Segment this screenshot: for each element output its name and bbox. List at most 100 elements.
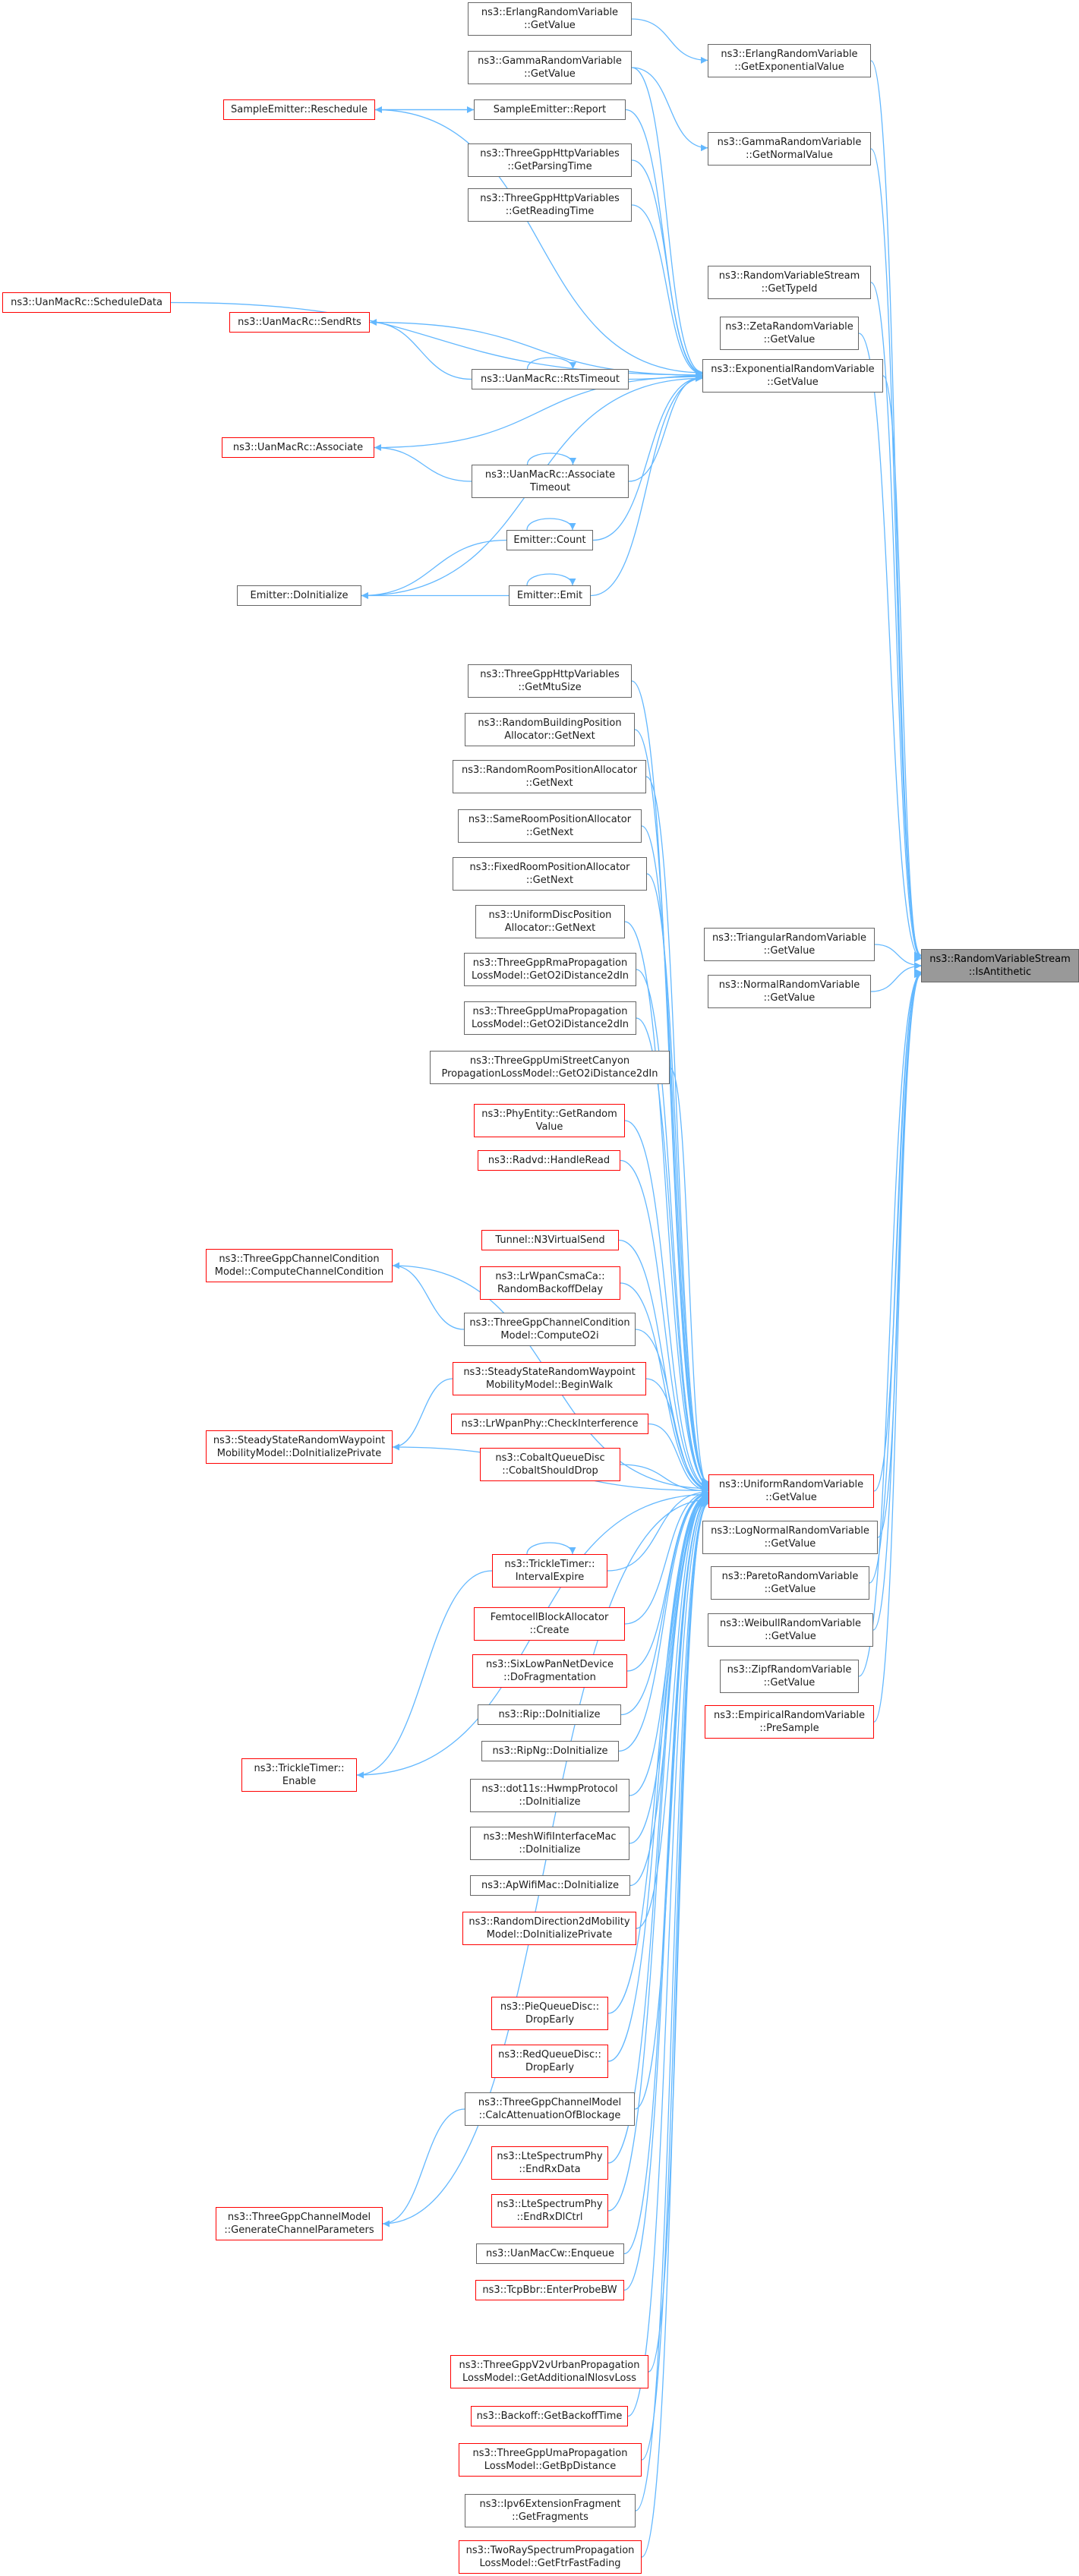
- node-se-report[interactable]: SampleEmitter::Report: [474, 99, 626, 120]
- node-empirical[interactable]: ns3::EmpiricalRandomVariable::PreSample: [705, 1705, 874, 1739]
- node-uan-sendrts[interactable]: ns3::UanMacRc::SendRts: [229, 312, 370, 333]
- node-uan-sched[interactable]: ns3::UanMacRc::ScheduleData: [2, 292, 171, 313]
- node-red[interactable]: ns3::RedQueueDisc::DropEarly: [491, 2045, 608, 2078]
- node-ipv6frag[interactable]: ns3::Ipv6ExtensionFragment::GetFragments: [465, 2494, 636, 2527]
- node-label-line: ::GetValue: [764, 1584, 816, 1595]
- node-tgcm-gen[interactable]: ns3::ThreeGppChannelModel::GenerateChann…: [216, 2207, 383, 2240]
- node-http-mtu[interactable]: ns3::ThreeGppHttpVariables::GetMtuSize: [468, 664, 632, 698]
- node-http-read[interactable]: ns3::ThreeGppHttpVariables::GetReadingTi…: [468, 188, 632, 222]
- node-trickle-int[interactable]: ns3::TrickleTimer::IntervalExpire: [492, 1554, 607, 1588]
- edge-umi-to-uni: [669, 1067, 709, 1490]
- node-em-emit[interactable]: Emitter::Emit: [509, 585, 591, 606]
- node-label-line: ns3::ZipfRandomVariable: [727, 1664, 852, 1676]
- node-backoff[interactable]: ns3::Backoff::GetBackoffTime: [471, 2406, 628, 2426]
- node-lognormal[interactable]: ns3::LogNormalRandomVariable::GetValue: [702, 1521, 878, 1554]
- node-hwmp[interactable]: ns3::dot11s::HwmpProtocol::DoInitialize: [470, 1779, 629, 1812]
- node-srpa[interactable]: ns3::SameRoomPositionAllocator::GetNext: [458, 809, 642, 843]
- edge-zeta-to-target: [858, 333, 922, 962]
- node-erlang-val[interactable]: ns3::ErlangRandomVariable::GetValue: [468, 2, 632, 36]
- node-meshwifi[interactable]: ns3::MeshWifiInterfaceMac::DoInitialize: [470, 1827, 629, 1860]
- node-label-line: ::GetValue: [763, 1677, 816, 1688]
- node-label-line: ns3::Backoff::GetBackoffTime: [476, 2410, 623, 2422]
- node-tcpbbr[interactable]: ns3::TcpBbr::EnterProbeBW: [475, 2280, 624, 2300]
- node-label-line: ::EndRxDlCtrl: [516, 2212, 583, 2223]
- node-em-doinit[interactable]: Emitter::DoInitialize: [237, 585, 361, 606]
- node-lte-rx[interactable]: ns3::LteSpectrumPhy::EndRxData: [491, 2146, 608, 2180]
- node-label-line: ns3::RandomVariableStream: [718, 270, 860, 282]
- node-pareto[interactable]: ns3::ParetoRandomVariable::GetValue: [711, 1566, 869, 1600]
- node-zeta[interactable]: ns3::ZetaRandomVariable::GetValue: [720, 317, 859, 350]
- node-rvs-typeid[interactable]: ns3::RandomVariableStream::GetTypeId: [708, 266, 871, 299]
- node-tgcm-block[interactable]: ns3::ThreeGppChannelModel::CalcAttenuati…: [465, 2092, 635, 2126]
- node-uancw[interactable]: ns3::UanMacCw::Enqueue: [476, 2243, 624, 2264]
- node-label-line: ns3::RandomVariableStream: [929, 954, 1071, 965]
- node-label-line: LossModel::GetFtrFastFading: [479, 2558, 621, 2569]
- node-label-line: ns3::UanMacRc::Associate: [484, 469, 616, 481]
- node-frpa[interactable]: ns3::FixedRoomPositionAllocator::GetNext: [453, 857, 647, 891]
- node-zipf[interactable]: ns3::ZipfRandomVariable::GetValue: [720, 1660, 859, 1693]
- node-normal[interactable]: ns3::NormalRandomVariable::GetValue: [708, 975, 871, 1008]
- node-label-line: ::GetValue: [767, 377, 819, 388]
- node-http-parse[interactable]: ns3::ThreeGppHttpVariables::GetParsingTi…: [468, 143, 632, 177]
- node-lrwpan-phy[interactable]: ns3::LrWpanPhy::CheckInterference: [451, 1414, 648, 1434]
- node-sixlowpan[interactable]: ns3::SixLowPanNetDevice::DoFragmentation: [472, 1654, 627, 1688]
- node-label-line: Timeout: [529, 482, 571, 493]
- node-gamma-norm[interactable]: ns3::GammaRandomVariable::GetNormalValue: [708, 132, 871, 166]
- node-label-line: ::CalcAttenuationOfBlockage: [478, 2110, 621, 2121]
- node-apwifi[interactable]: ns3::ApWifiMac::DoInitialize: [470, 1875, 630, 1896]
- node-uan-assoc[interactable]: ns3::UanMacRc::Associate: [222, 437, 374, 458]
- node-ripng[interactable]: ns3::RipNg::DoInitialize: [481, 1741, 619, 1761]
- edge-tcc-o2i-to-uni: [635, 1329, 709, 1493]
- node-exp[interactable]: ns3::ExponentialRandomVariable::GetValue: [702, 359, 883, 393]
- node-triangular[interactable]: ns3::TriangularRandomVariable::GetValue: [704, 928, 875, 961]
- node-label-line: ::GetValue: [765, 1631, 816, 1642]
- node-label-line: ns3::ThreeGppRmaPropagation: [472, 957, 628, 969]
- node-weibull[interactable]: ns3::WeibullRandomVariable::GetValue: [708, 1613, 873, 1647]
- node-rip[interactable]: ns3::Rip::DoInitialize: [478, 1704, 621, 1725]
- node-se-resched[interactable]: SampleEmitter::Reschedule: [223, 99, 375, 120]
- node-label-line: ns3::ThreeGppChannelCondition: [219, 1253, 380, 1265]
- node-label-line: ::Create: [529, 1625, 569, 1636]
- edge-gamma-norm-to-target: [870, 148, 922, 960]
- node-label-line: ::GetValue: [524, 20, 576, 31]
- node-uan-rtsto[interactable]: ns3::UanMacRc::RtsTimeout: [472, 369, 629, 389]
- node-tunnel[interactable]: Tunnel::N3VirtualSend: [481, 1230, 619, 1250]
- node-label-line: ns3::WeibullRandomVariable: [720, 1618, 861, 1629]
- node-label-line: ns3::TriangularRandomVariable: [711, 932, 867, 944]
- edge-rd2d-to-uni: [636, 1493, 709, 1929]
- node-lte-dl[interactable]: ns3::LteSpectrumPhy::EndRxDlCtrl: [491, 2194, 608, 2228]
- node-trickle-en[interactable]: ns3::TrickleTimer::Enable: [241, 1758, 357, 1792]
- node-lrwpan-csma[interactable]: ns3::LrWpanCsmaCa::RandomBackoffDelay: [480, 1266, 620, 1300]
- node-gamma-val[interactable]: ns3::GammaRandomVariable::GetValue: [468, 51, 632, 84]
- edge-gamma-val-to-exp: [631, 67, 703, 376]
- edge-uma-o2i-to-uni: [636, 1017, 709, 1490]
- node-target[interactable]: ns3::RandomVariableStream::IsAntithetic: [921, 949, 1079, 982]
- node-femto[interactable]: FemtocellBlockAllocator::Create: [474, 1607, 625, 1641]
- node-rrpa[interactable]: ns3::RandomRoomPositionAllocator::GetNex…: [453, 760, 646, 793]
- node-radvd[interactable]: ns3::Radvd::HandleRead: [478, 1150, 620, 1171]
- node-erlang-exp[interactable]: ns3::ErlangRandomVariable::GetExponentia…: [708, 44, 871, 77]
- node-label-line: DropEarly: [525, 2014, 575, 2026]
- node-pie[interactable]: ns3::PieQueueDisc::DropEarly: [491, 1997, 608, 2030]
- node-uni[interactable]: ns3::UniformRandomVariable::GetValue: [708, 1474, 874, 1508]
- node-em-count[interactable]: Emitter::Count: [506, 530, 593, 550]
- node-label-line: ::GenerateChannelParameters: [224, 2224, 374, 2236]
- edge-em-emit-to-exp: [590, 374, 703, 597]
- node-label-line: DropEarly: [525, 2062, 575, 2073]
- node-cobalt[interactable]: ns3::CobaltQueueDisc::CobaltShouldDrop: [480, 1448, 620, 1481]
